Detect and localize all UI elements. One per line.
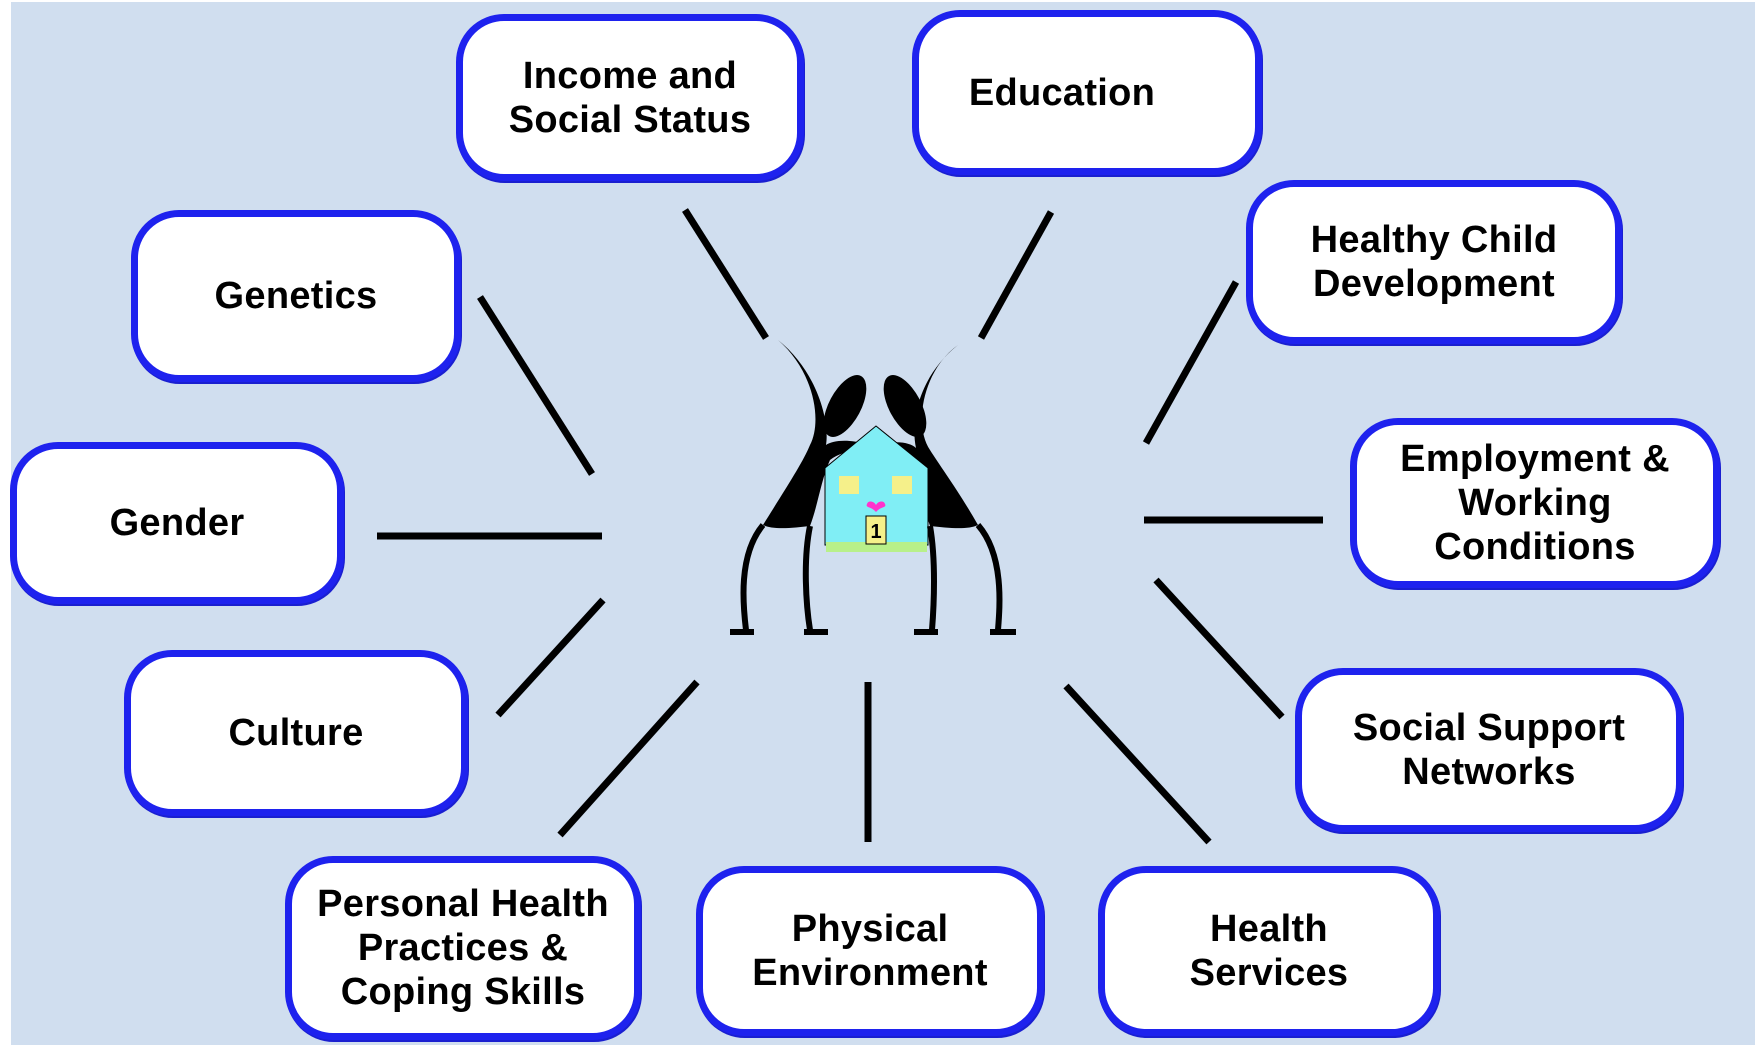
node-label: Education (968, 71, 1156, 114)
node-label: Physical Environment (752, 908, 988, 994)
house-door (865, 515, 887, 545)
node-label: Personal Health Practices & Coping Skill… (317, 883, 609, 1013)
node-employment-working-conditions: Employment & Working Conditions (1350, 418, 1720, 588)
house-window-left (839, 476, 859, 494)
people-around-house-icon: 1 (730, 340, 1016, 635)
node-social-support-networks: Social Support Networks (1295, 668, 1683, 832)
node-label: Health Services (1189, 908, 1349, 994)
node-gender: Gender (10, 442, 344, 604)
node-label: Employment & Working Conditions (1400, 438, 1670, 568)
house-icon: 1 (824, 425, 929, 552)
node-health-services: Health Services (1098, 866, 1440, 1036)
node-label: Genetics (214, 275, 378, 317)
house-window-right (892, 476, 912, 494)
node-physical-environment: Physical Environment (696, 866, 1044, 1036)
node-label: Income and Social Status (508, 54, 752, 141)
house-door-number: 1 (870, 521, 881, 543)
right-person-legs-icon (927, 523, 1003, 631)
node-label: Gender (109, 502, 245, 544)
node-personal-health-practices: Personal Health Practices & Coping Skill… (285, 856, 641, 1040)
central-figure: 1 (718, 330, 1058, 650)
node-genetics: Genetics (131, 210, 461, 382)
node-culture: Culture (124, 650, 468, 816)
left-person-head-icon (823, 375, 867, 437)
node-label: Culture (228, 712, 364, 754)
heart-icon (866, 501, 886, 512)
left-person-body-icon (763, 340, 888, 529)
node-healthy-child-development: Healthy Child Development (1246, 180, 1622, 344)
node-label: Social Support Networks (1352, 707, 1626, 793)
node-education: Education (912, 10, 1262, 175)
left-person-legs-icon (740, 523, 813, 631)
node-label: Healthy Child Development (1310, 219, 1558, 305)
node-income-social-status: Income and Social Status (456, 14, 804, 181)
right-person-body-icon (863, 345, 978, 529)
